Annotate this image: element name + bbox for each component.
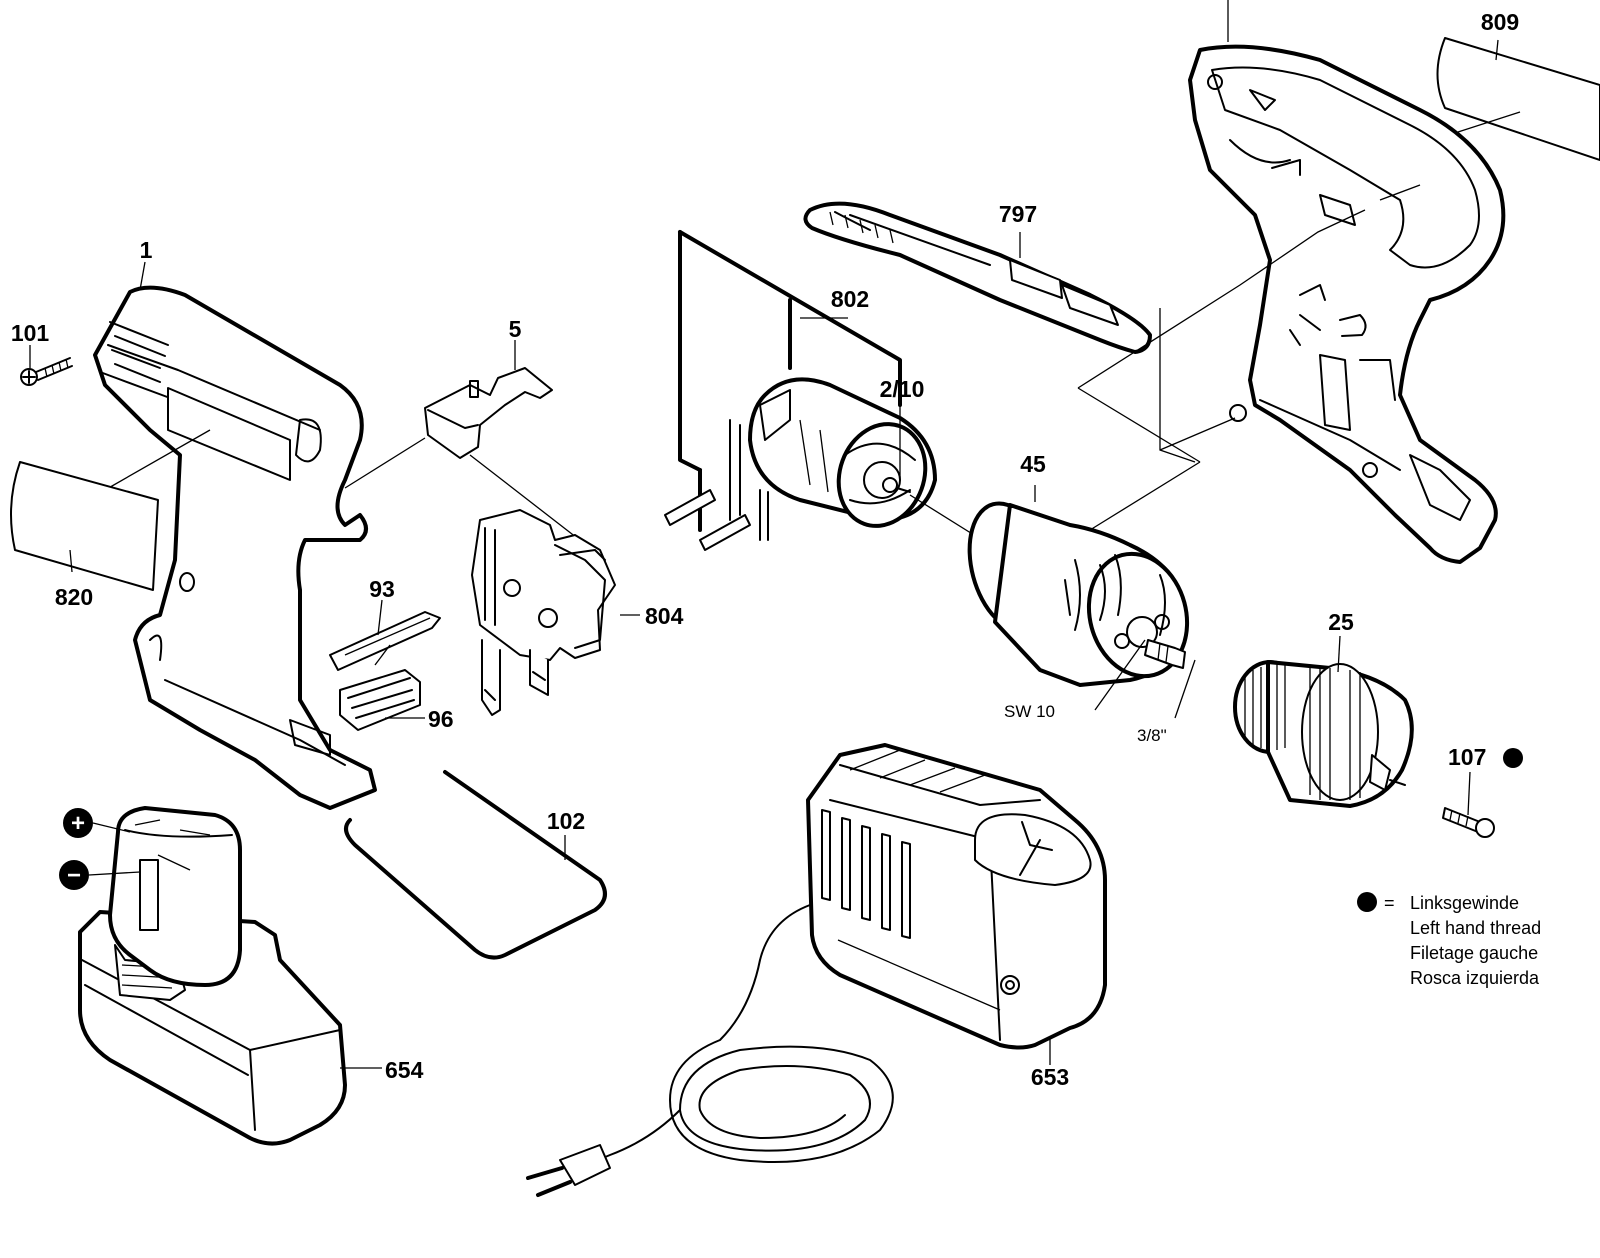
part-label-653: 653 bbox=[1031, 1064, 1069, 1090]
part-label-809: 809 bbox=[1481, 9, 1519, 35]
leader-line-sw10 bbox=[1094, 639, 1146, 711]
switch-module-804 bbox=[471, 509, 616, 716]
legend-line-1: Linksgewinde bbox=[1410, 893, 1519, 913]
screw-101 bbox=[20, 357, 73, 386]
legend-line-4: Rosca izquierda bbox=[1410, 968, 1540, 988]
left-hand-thread-marker-icon bbox=[1503, 748, 1523, 768]
belt-clip-797 bbox=[803, 201, 1152, 354]
legend-marker-icon bbox=[1357, 892, 1377, 912]
legend-line-2: Left hand thread bbox=[1410, 918, 1541, 938]
part-label-93: 93 bbox=[369, 576, 395, 602]
part-label-1: 1 bbox=[140, 237, 153, 263]
leader-line-1 bbox=[139, 261, 146, 291]
housing-half-left bbox=[93, 285, 377, 810]
part-label-654: 654 bbox=[385, 1057, 424, 1083]
leader-line-820b bbox=[69, 549, 73, 573]
minus-sign: − bbox=[67, 862, 81, 889]
drill-chuck-25 bbox=[1233, 660, 1414, 808]
legend-line-3: Filetage gauche bbox=[1410, 943, 1538, 963]
part-label-45: 45 bbox=[1020, 451, 1046, 477]
screw-107-left-hand-thread bbox=[1442, 807, 1495, 838]
part-label-101: 101 bbox=[11, 320, 50, 346]
part-label-802: 802 bbox=[831, 286, 869, 312]
charger-653 bbox=[526, 743, 1107, 1197]
leader-line-5c bbox=[469, 454, 591, 549]
leader-line-93 bbox=[377, 599, 383, 636]
part-label-5: 5 bbox=[509, 316, 522, 342]
bit-holder-96 bbox=[339, 644, 421, 731]
leader-line-820 bbox=[104, 429, 211, 491]
wire-clip-102 bbox=[344, 770, 607, 960]
label-sw10: SW 10 bbox=[1004, 702, 1055, 721]
plus-sign: + bbox=[71, 810, 85, 837]
leader-line-107 bbox=[1467, 771, 1471, 816]
label-sticker-809 bbox=[1436, 37, 1600, 161]
housing-half-right bbox=[1188, 44, 1506, 564]
part-label-2-10: 2/10 bbox=[880, 376, 925, 402]
legend-equals: = bbox=[1384, 893, 1395, 913]
part-label-102: 102 bbox=[547, 808, 585, 834]
motor-2-10 bbox=[748, 377, 937, 528]
switch-actuator-5 bbox=[424, 367, 553, 459]
leader-plus bbox=[92, 822, 131, 833]
legend: = Linksgewinde Left hand thread Filetage… bbox=[1357, 892, 1541, 988]
part-label-96: 96 bbox=[428, 706, 454, 732]
leader-minus bbox=[88, 871, 141, 876]
plus-terminal-icon bbox=[63, 808, 93, 838]
label-thread-size: 3/8" bbox=[1137, 726, 1167, 745]
label-sticker-820 bbox=[10, 461, 159, 591]
part-label-820: 820 bbox=[55, 584, 93, 610]
part-label-797: 797 bbox=[999, 201, 1037, 227]
leader-line-5b bbox=[344, 437, 426, 489]
motor-terminal-bracket-802 bbox=[664, 230, 902, 551]
gearbox-45 bbox=[967, 501, 1190, 687]
battery-pack-654 bbox=[78, 806, 347, 1146]
part-label-804: 804 bbox=[645, 603, 684, 629]
leader-line-25 bbox=[1337, 635, 1341, 673]
leader-line-809b bbox=[1457, 111, 1521, 133]
leader-line-809 bbox=[1495, 39, 1499, 61]
assembly-guide-lines bbox=[1077, 184, 1421, 531]
part-label-25: 25 bbox=[1328, 609, 1354, 635]
part-label-107: 107 bbox=[1448, 744, 1486, 770]
screwdriver-bit-93 bbox=[329, 611, 441, 671]
minus-terminal-icon bbox=[59, 860, 89, 890]
leader-line-thread bbox=[1174, 659, 1196, 719]
